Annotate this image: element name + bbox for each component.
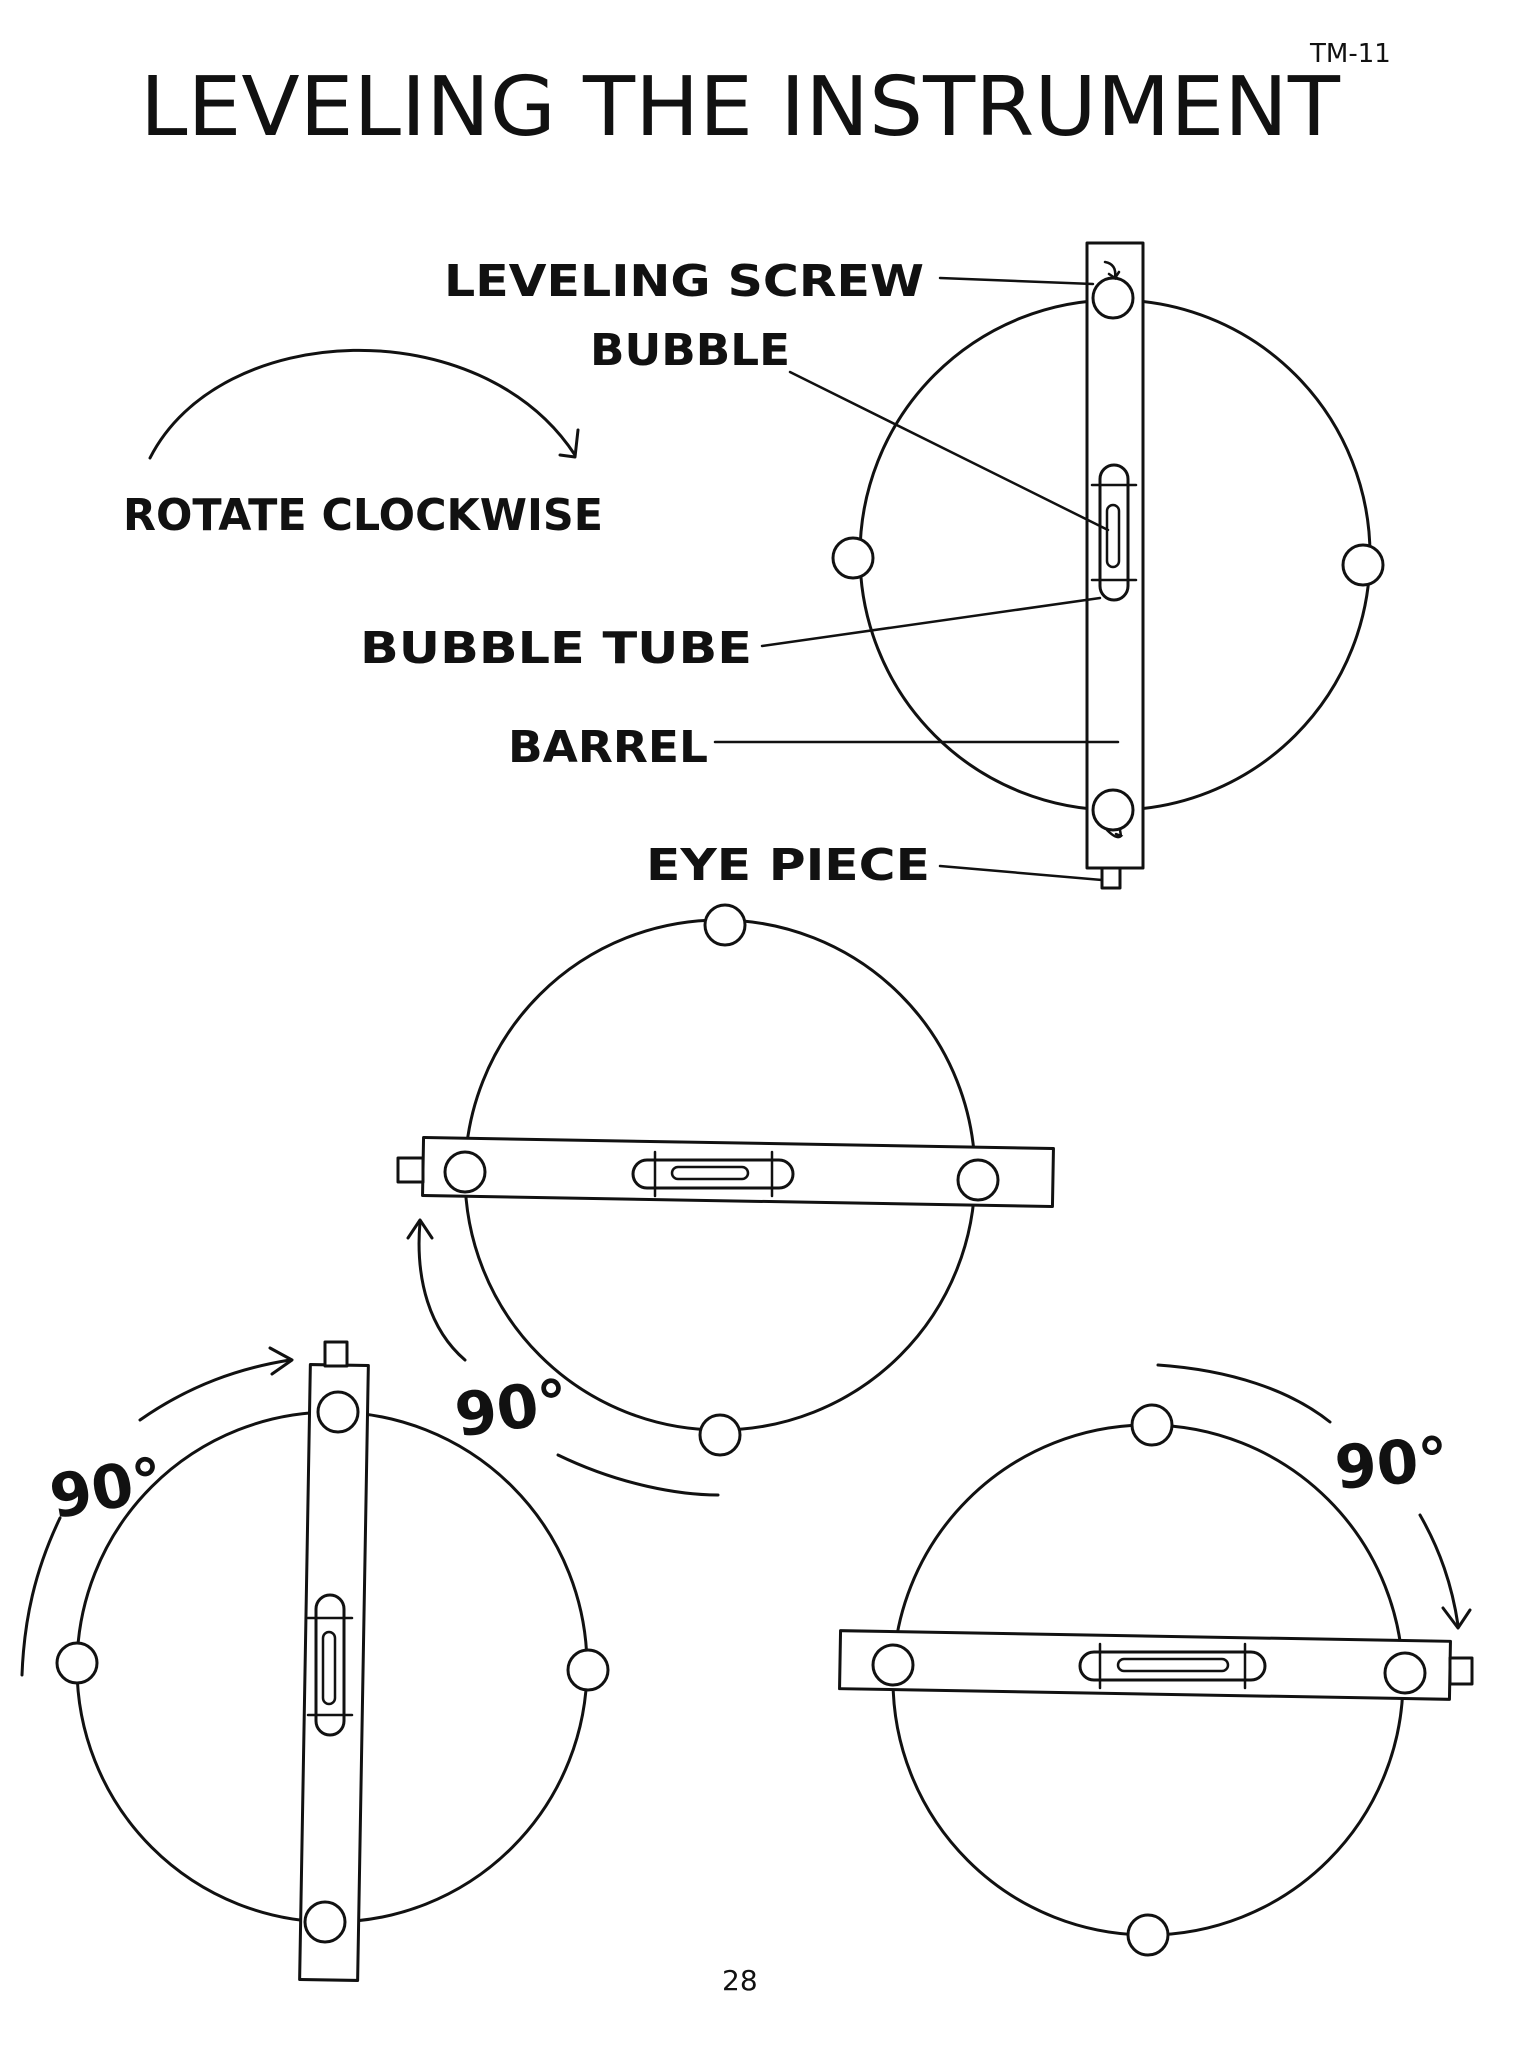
bubble-tube-icon (314, 1593, 346, 1737)
rotate-arrow-icon (148, 348, 577, 460)
leveling-screw-icon (956, 1158, 1000, 1202)
instrument-top (831, 241, 1385, 890)
eye-piece-label: EYE PIECE (646, 840, 930, 891)
page-title: LEVELING THE INSTRUMENT (140, 60, 1341, 155)
eye-piece-icon (1100, 866, 1122, 890)
rotate-arrow-icon (138, 1358, 292, 1422)
bubble-tube-icon (1098, 463, 1130, 602)
bubble-icon (1105, 503, 1121, 569)
instrument-middle (396, 903, 1055, 1457)
leveling-screw-icon (1126, 1913, 1170, 1957)
leveling-screw-icon (316, 1390, 360, 1434)
rotate-arrow-icon (417, 1220, 467, 1362)
leveling-screw-icon (1091, 788, 1135, 832)
bubble-icon (1116, 1657, 1230, 1673)
instrument-bottom-left (55, 1340, 610, 1982)
leveling-screw-icon (303, 1900, 347, 1944)
leveling-screw-label: LEVELING SCREW (444, 256, 924, 307)
angle-arc (556, 1453, 720, 1497)
leader-bubble (788, 370, 1110, 532)
rotate-clockwise-label: ROTATE CLOCKWISE (123, 490, 603, 541)
leveling-screw-icon (1091, 276, 1135, 320)
rotate-arrow-icon (1418, 1513, 1460, 1627)
eye-piece-icon (323, 1340, 349, 1368)
leveling-screw-icon (566, 1648, 610, 1692)
leveling-screw-icon (443, 1150, 487, 1194)
bubble-tube-icon (1078, 1650, 1267, 1682)
angle-arc (1156, 1363, 1332, 1424)
bubble-label: BUBBLE (590, 325, 790, 376)
leveling-screw-icon (1130, 1403, 1174, 1447)
instrument-bottom-right (838, 1403, 1474, 1957)
barrel-label: BARREL (508, 722, 708, 773)
bubble-tube-icon (631, 1158, 795, 1190)
angle-label-1: 90° (451, 1366, 573, 1451)
bubble-icon (670, 1165, 750, 1181)
leader-eye-piece (938, 864, 1104, 882)
leveling-screw-icon (698, 1413, 742, 1457)
leader-bubble-tube (760, 596, 1102, 648)
leader-leveling-screw (938, 276, 1095, 286)
eye-piece-icon (396, 1156, 425, 1184)
eye-piece-icon (1448, 1656, 1474, 1686)
leveling-screw-icon (55, 1641, 99, 1685)
page-number: 28 (722, 1964, 758, 1997)
doc-code: TM-11 (1309, 39, 1391, 69)
angle-arc (20, 1516, 62, 1677)
bubble-icon (321, 1630, 337, 1706)
bubble-tube-label: BUBBLE TUBE (360, 623, 752, 674)
leveling-screw-icon (831, 536, 875, 580)
leveling-screw-icon (703, 903, 747, 947)
leveling-screw-icon (1383, 1651, 1427, 1695)
angle-label-3: 90° (1332, 1424, 1451, 1504)
angle-label-2: 90° (45, 1445, 169, 1534)
leveling-screw-icon (871, 1643, 915, 1687)
leveling-screw-icon (1341, 543, 1385, 587)
